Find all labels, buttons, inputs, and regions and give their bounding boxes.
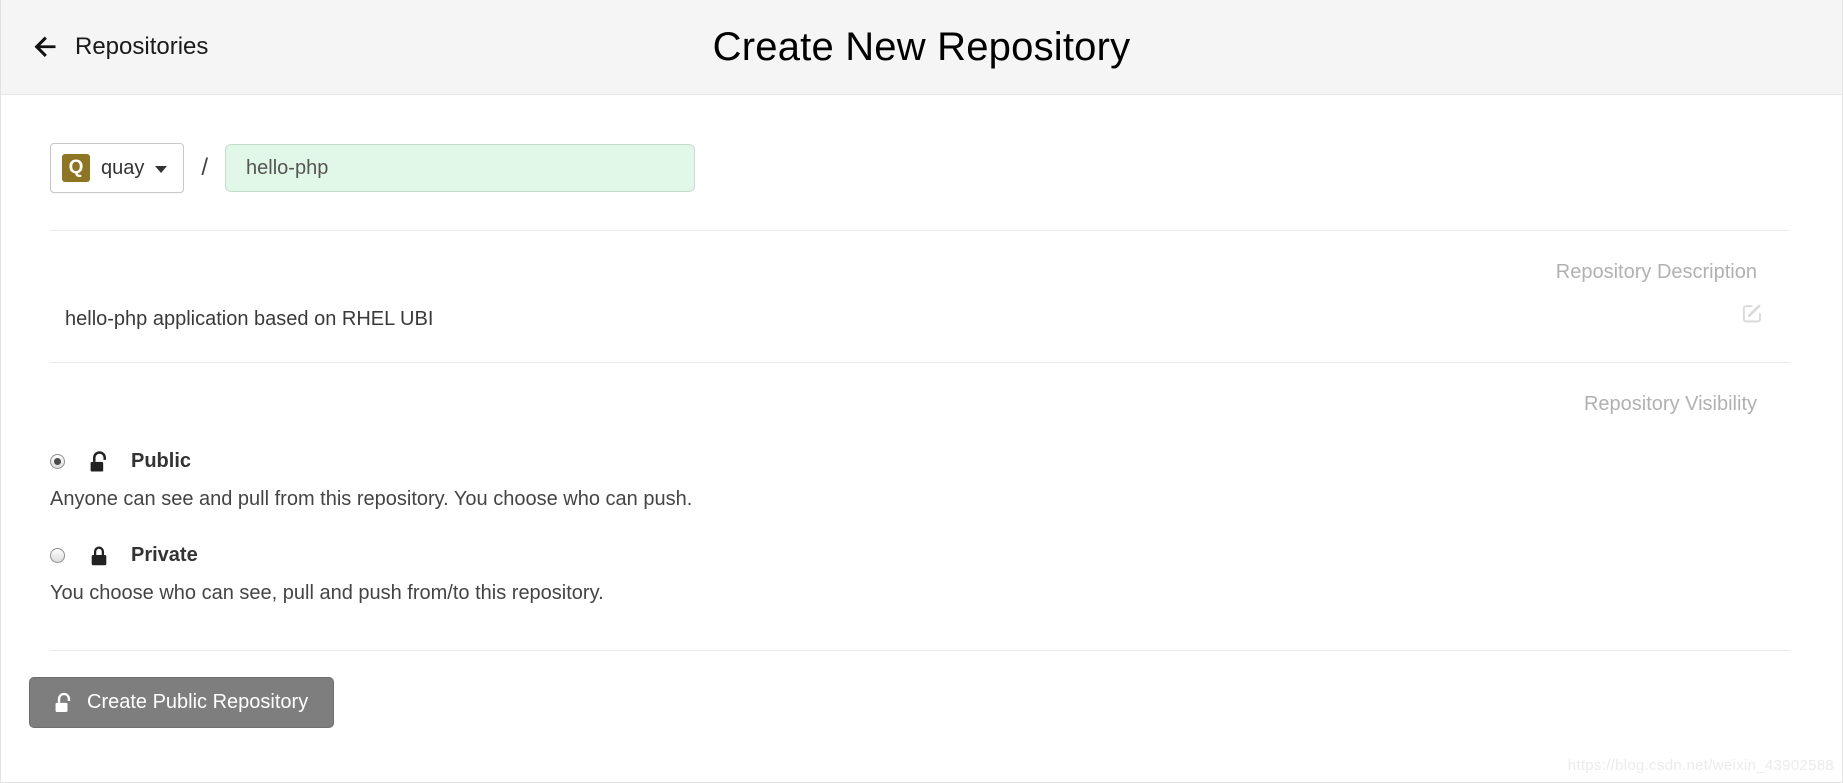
form-footer: Create Public Repository xyxy=(29,677,1842,728)
chevron-down-icon xyxy=(155,165,168,173)
create-public-repository-button[interactable]: Create Public Repository xyxy=(29,677,335,728)
public-radio[interactable] xyxy=(50,454,65,469)
description-section-label: Repository Description xyxy=(1555,261,1757,283)
section-divider xyxy=(50,362,1789,363)
namespace-dropdown[interactable]: Q quay xyxy=(50,143,185,193)
repository-name-input[interactable] xyxy=(225,144,696,192)
public-option-help: Anyone can see and pull from this reposi… xyxy=(50,488,693,510)
form-content: Q quay / Repository Description hello-ph… xyxy=(1,143,1842,651)
create-button-label: Create Public Repository xyxy=(87,691,309,713)
namespace-separator: / xyxy=(201,154,209,181)
namespace-row: Q quay / xyxy=(50,143,1789,193)
namespace-avatar: Q xyxy=(62,154,90,182)
description-value: hello-php application based on RHEL UBI xyxy=(65,308,434,330)
section-divider xyxy=(50,230,1789,231)
back-to-repositories[interactable]: Repositories xyxy=(31,0,208,94)
repositories-link[interactable]: Repositories xyxy=(75,33,209,60)
back-arrow-icon[interactable] xyxy=(31,33,59,61)
private-option-help: You choose who can see, pull and push fr… xyxy=(50,582,604,604)
edit-description-icon[interactable] xyxy=(1741,301,1764,324)
private-option-label: Private xyxy=(131,544,198,566)
unlock-icon xyxy=(89,450,109,473)
section-divider xyxy=(50,650,1789,651)
visibility-option-public[interactable]: Public xyxy=(50,450,1789,473)
visibility-option-private[interactable]: Private xyxy=(50,544,1789,567)
visibility-section-label: Repository Visibility xyxy=(1583,393,1757,415)
private-radio[interactable] xyxy=(50,548,65,563)
lock-icon xyxy=(89,545,109,567)
page-title: Create New Repository xyxy=(712,25,1131,69)
page-header: Repositories Create New Repository xyxy=(1,0,1842,95)
namespace-selected-value: quay xyxy=(101,156,145,179)
csdn-watermark: https://blog.csdn.net/weixin_43902588 xyxy=(1567,757,1834,774)
public-option-label: Public xyxy=(131,450,192,472)
description-row: hello-php application based on RHEL UBI xyxy=(50,299,1789,331)
